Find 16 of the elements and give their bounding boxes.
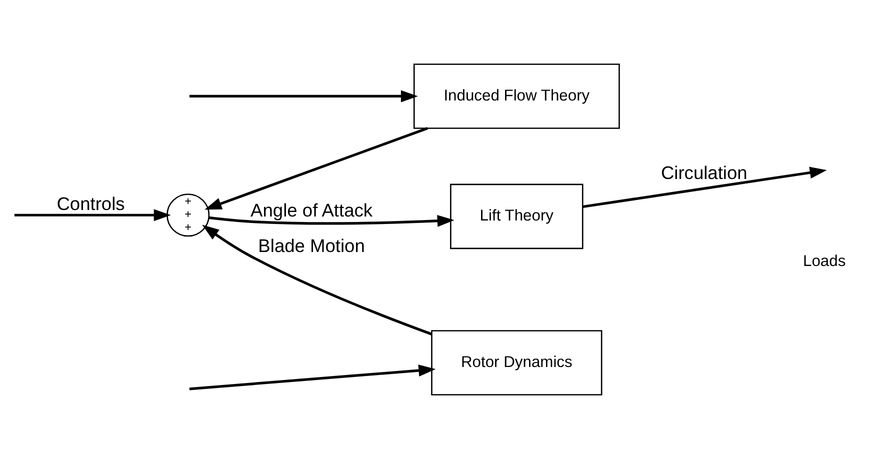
arrow bbox=[582, 166, 827, 208]
node-box: Rotor Dynamics bbox=[431, 330, 602, 396]
arrow bbox=[189, 90, 418, 102]
arrow bbox=[189, 364, 436, 390]
arrow bbox=[208, 214, 454, 227]
edge-label: Circulation bbox=[660, 162, 748, 183]
arrow bbox=[202, 224, 432, 336]
arrow bbox=[14, 209, 171, 222]
node-circle: + + + bbox=[166, 194, 210, 237]
edge-label: Blade Motion bbox=[258, 234, 365, 256]
edge-label: Controls bbox=[56, 193, 125, 214]
node-box: Lift Theory bbox=[450, 184, 584, 250]
label: Loads bbox=[803, 253, 846, 270]
node-box: Induced Flow Theory bbox=[413, 64, 620, 129]
arrow bbox=[204, 127, 428, 210]
edge-label: Angle of Attack bbox=[250, 200, 373, 221]
